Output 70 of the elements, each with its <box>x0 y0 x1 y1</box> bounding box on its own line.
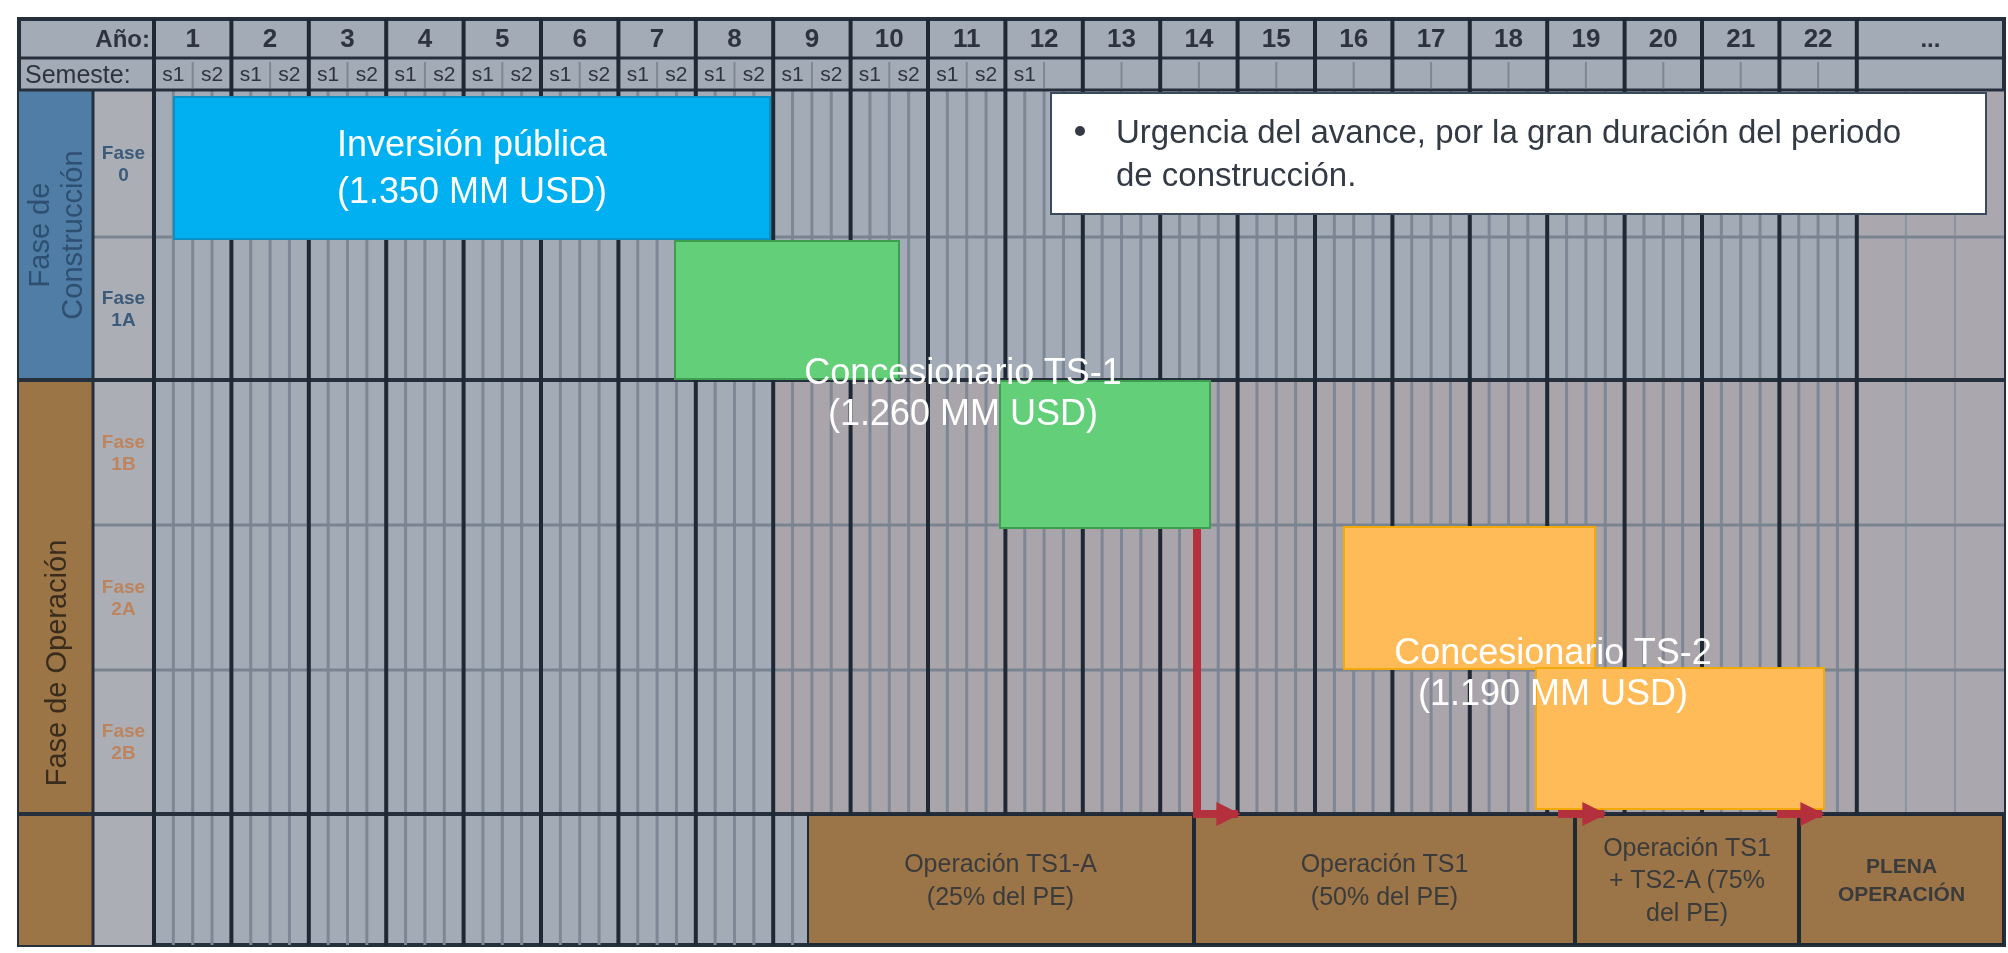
year-number: 13 <box>1106 21 1137 55</box>
year-number: 8 <box>726 21 743 55</box>
year-number: 3 <box>339 21 356 55</box>
year-number: 9 <box>803 21 821 55</box>
semester-label: s2 <box>664 60 689 87</box>
semester-label: s2 <box>973 60 999 87</box>
semester-label: s1 <box>625 60 650 87</box>
bullet-note: Urgencia del avance, por la gran duración del periodo de construcción. <box>1116 111 1903 195</box>
block-text: Operación TS1 + TS2-A (75% del PE) <box>1602 831 1772 928</box>
semester-label: s2 <box>432 60 457 87</box>
semester-label: s2 <box>354 60 379 87</box>
semester-label: s1 <box>703 60 728 87</box>
year-number: 10 <box>873 21 905 55</box>
arrow <box>1193 529 1241 826</box>
block-text: PLENA OPERACIÓN <box>1836 853 1967 907</box>
phase-label: Fase 0 <box>100 140 147 187</box>
semester-label: s1 <box>470 60 496 87</box>
year-number: 4 <box>416 21 434 55</box>
operation-block <box>807 814 1194 945</box>
year-number: 21 <box>1725 21 1757 55</box>
semester-label: s1 <box>548 60 573 87</box>
semester-label: s1 <box>780 60 805 87</box>
year-number: 7 <box>648 21 666 55</box>
year-number: 17 <box>1415 21 1447 55</box>
year-number: 20 <box>1647 21 1679 55</box>
ellipsis: ... <box>1919 23 1942 54</box>
block-text: Inversión pública (1.350 MM USD) <box>335 122 609 213</box>
arrow <box>1558 802 1607 826</box>
semester-label: s2 <box>277 60 302 87</box>
semester-label: s2 <box>819 60 844 87</box>
semester-label: s1 <box>316 60 341 87</box>
arrow <box>1777 802 1825 826</box>
operation-block <box>1575 814 1799 945</box>
year-number: 11 <box>951 21 982 55</box>
year-number: 14 <box>1183 21 1215 55</box>
semester-label: s2 <box>586 60 612 87</box>
phase-title: Fase de Operación <box>38 538 73 788</box>
phase-label: Fase 1A <box>100 285 147 332</box>
year-number: 5 <box>494 21 511 55</box>
gantt-bar <box>1535 667 1825 810</box>
year-number: 12 <box>1028 21 1060 55</box>
axis-title: Año: <box>94 23 151 54</box>
year-number: 1 <box>184 21 201 55</box>
phase-label: Fase 2A <box>100 574 147 621</box>
block-text: Operación TS1-A (25% del PE) <box>903 848 1098 912</box>
semester-label: s1 <box>857 60 883 87</box>
year-number: 15 <box>1260 21 1292 55</box>
year-number: 2 <box>261 21 279 55</box>
operation-block <box>1194 814 1575 945</box>
semester-label: s1 <box>1012 60 1037 87</box>
block-text: Operación TS1 (50% del PE) <box>1299 848 1470 912</box>
semester-label: s2 <box>199 60 225 87</box>
year-number: 22 <box>1802 21 1834 55</box>
semester-label: s1 <box>238 60 263 87</box>
semester-label: s1 <box>935 60 960 87</box>
semester-label: s2 <box>741 60 766 87</box>
year-number: 19 <box>1570 21 1602 55</box>
axis-title: Semeste: <box>24 58 132 90</box>
semester-label: s2 <box>896 60 921 87</box>
year-number: 6 <box>571 21 588 55</box>
phase-label: Fase 1B <box>100 429 147 476</box>
note-box <box>1050 92 1987 215</box>
funding-bar <box>173 96 771 240</box>
semester-label: s1 <box>393 60 418 87</box>
year-number: 16 <box>1338 21 1370 55</box>
year-number: 18 <box>1493 21 1524 55</box>
semester-label: s1 <box>161 60 186 87</box>
phase-label: Fase 2B <box>100 719 147 765</box>
operation-block <box>1799 814 2004 945</box>
semester-label: s2 <box>509 60 534 87</box>
